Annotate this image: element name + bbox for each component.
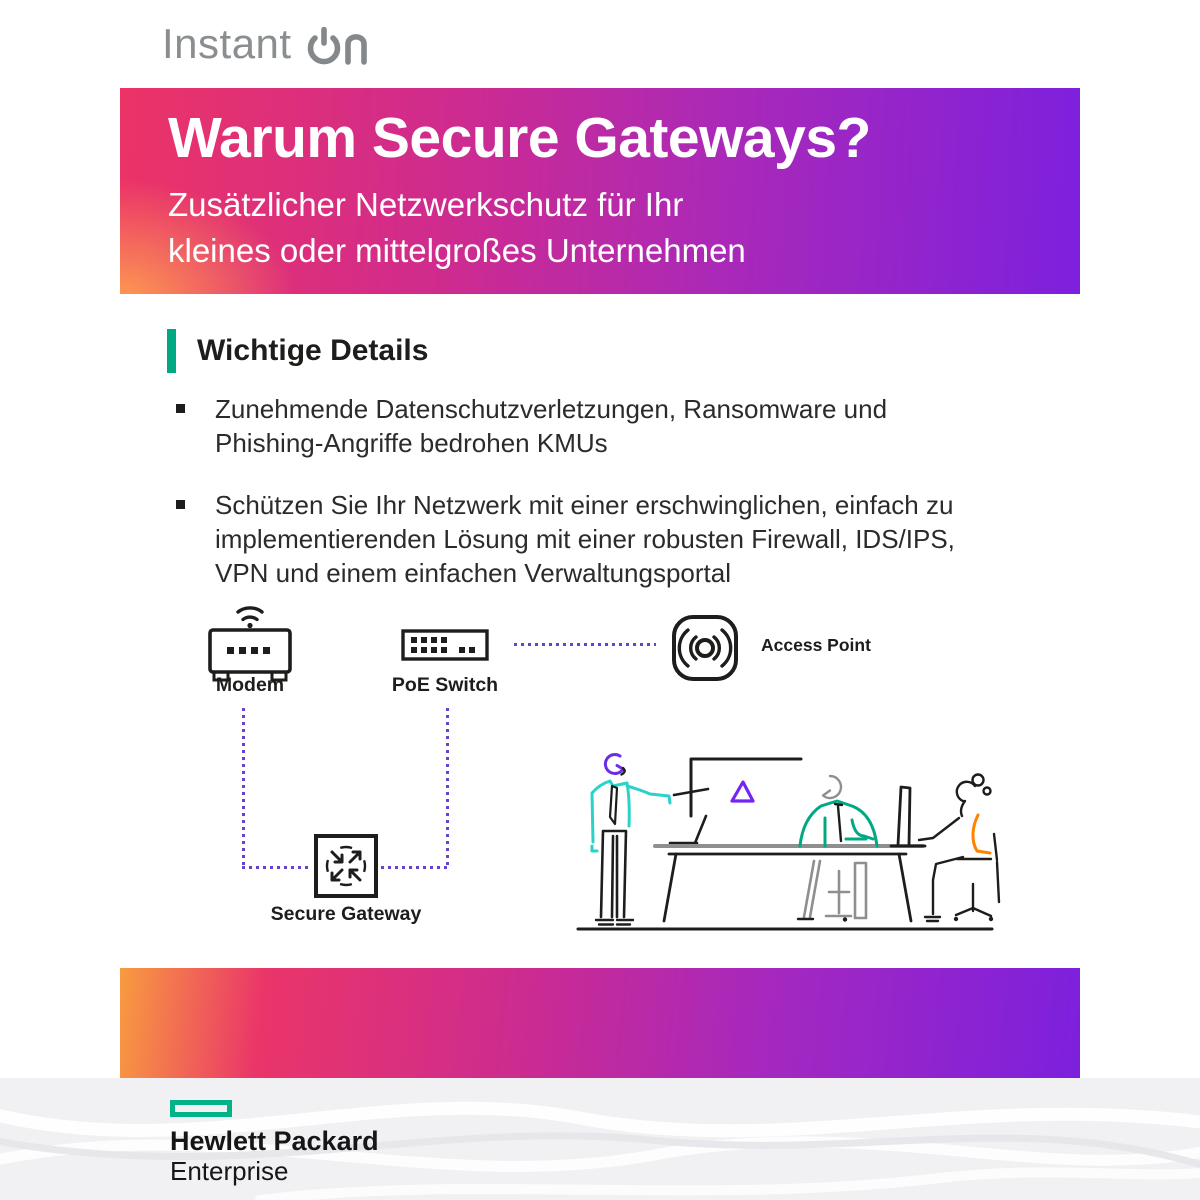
hpe-element-logo (170, 1100, 232, 1117)
modem-icon (208, 606, 292, 682)
list-item-text: Zunehmende Datenschutzverletzungen, Rans… (215, 394, 888, 458)
instant-on-logo: Instant (162, 18, 374, 70)
poe-switch-label: PoE Switch (391, 674, 499, 696)
list-item: Schützen Sie Ihr Netzwerk mit einer ersc… (176, 488, 966, 590)
hpe-company-name: Hewlett Packard (170, 1126, 379, 1156)
hero-subtitle-line2: kleines oder mittelgroßes Unternehmen (168, 231, 746, 269)
connector-left-to-gateway (242, 866, 311, 869)
instant-on-logo-text: Instant (162, 20, 292, 67)
list-item: Zunehmende Datenschutzverletzungen, Rans… (176, 392, 966, 460)
bottom-gradient-bar (120, 968, 1080, 1078)
footer-wave-pattern (0, 1078, 1200, 1200)
list-item-text: Schützen Sie Ihr Netzwerk mit einer ersc… (215, 490, 955, 588)
conference-table (653, 844, 925, 923)
connector-modem-down (242, 708, 245, 868)
connector-switch-down (446, 708, 449, 868)
hero-title: Warum Secure Gateways? (168, 106, 871, 170)
office-meeting-illustration (576, 753, 1001, 931)
secure-gateway-icon (314, 834, 378, 898)
flipchart-and-laptop (668, 757, 803, 845)
section-accent-bar (167, 329, 176, 373)
hero-subtitle-line1: Zusätzlicher Netzwerkschutz für Ihr (168, 186, 684, 223)
access-point-label: Access Point (761, 635, 871, 655)
desktop-monitor (889, 785, 927, 848)
instant-on-power-icon (307, 26, 367, 65)
key-details-list: Zunehmende Datenschutzverletzungen, Rans… (176, 392, 966, 590)
hero-banner: Warum Secure Gateways? Zusätzlicher Netz… (120, 88, 1080, 294)
seated-woman-figure (917, 773, 1001, 923)
triangle-shape (730, 780, 755, 803)
hero-subtitle: Zusätzlicher Netzwerkschutz für Ihr klein… (168, 182, 1080, 273)
hpe-company-suffix: Enterprise (170, 1156, 289, 1186)
modem-label: Modem (215, 674, 285, 696)
seated-man-figure (796, 774, 879, 922)
section-heading: Wichtige Details (197, 334, 429, 367)
presenter-figure (590, 753, 672, 926)
footer: Hewlett Packard Enterprise (0, 1078, 1200, 1200)
secure-gateway-label: Secure Gateway (270, 903, 422, 925)
connector-poe-to-ap (514, 643, 656, 646)
connector-right-to-gateway (381, 866, 447, 869)
poe-switch-icon (401, 629, 489, 661)
access-point-icon (672, 615, 738, 681)
